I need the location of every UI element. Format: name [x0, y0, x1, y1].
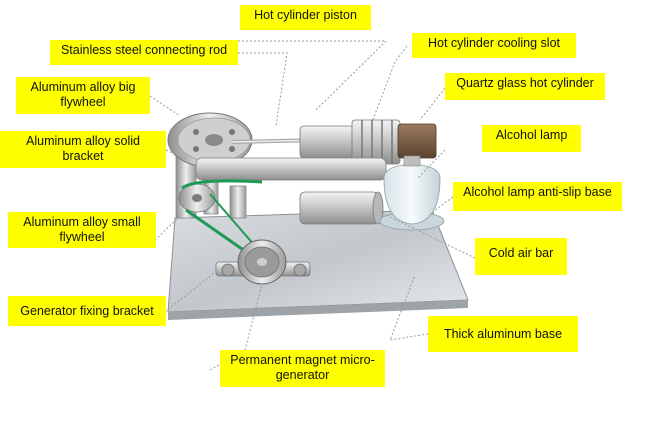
label-hot-cylinder-cooling-slot: Hot cylinder cooling slot: [412, 33, 576, 58]
label-generator-fixing-bracket: Generator fixing bracket: [8, 296, 166, 326]
hot-cylinder-assembly-shape: [299, 119, 437, 165]
alcohol-lamp-shape: [379, 155, 445, 231]
label-stainless-steel-connecting-rod: Stainless steel connecting rod: [50, 40, 238, 65]
label-aluminum-alloy-solid-bracket: Aluminum alloy solid bracket: [0, 131, 166, 168]
generator-shape: [215, 239, 311, 285]
small-flywheel-shape: [178, 183, 216, 213]
label-aluminum-alloy-big-flywheel: Aluminum alloy big flywheel: [16, 77, 150, 114]
label-aluminum-alloy-small-flywheel: Aluminum alloy small flywheel: [8, 212, 156, 248]
cold-air-bar-shape: [195, 157, 387, 225]
leader-lines: [149, 40, 476, 371]
label-hot-cylinder-piston: Hot cylinder piston: [240, 5, 371, 30]
label-alcohol-lamp: Alcohol lamp: [482, 125, 581, 152]
label-permanent-magnet-micro-generator: Permanent magnet micro- generator: [220, 350, 385, 387]
label-quartz-glass-hot-cylinder: Quartz glass hot cylinder: [445, 73, 605, 100]
label-alcohol-lamp-anti-slip-base: Alcohol lamp anti-slip base: [453, 182, 622, 211]
big-flywheel-shape: [167, 112, 253, 168]
label-thick-aluminum-base: Thick aluminum base: [428, 316, 578, 352]
label-cold-air-bar: Cold air bar: [475, 238, 567, 275]
thick-aluminum-base-shape: [167, 209, 469, 320]
